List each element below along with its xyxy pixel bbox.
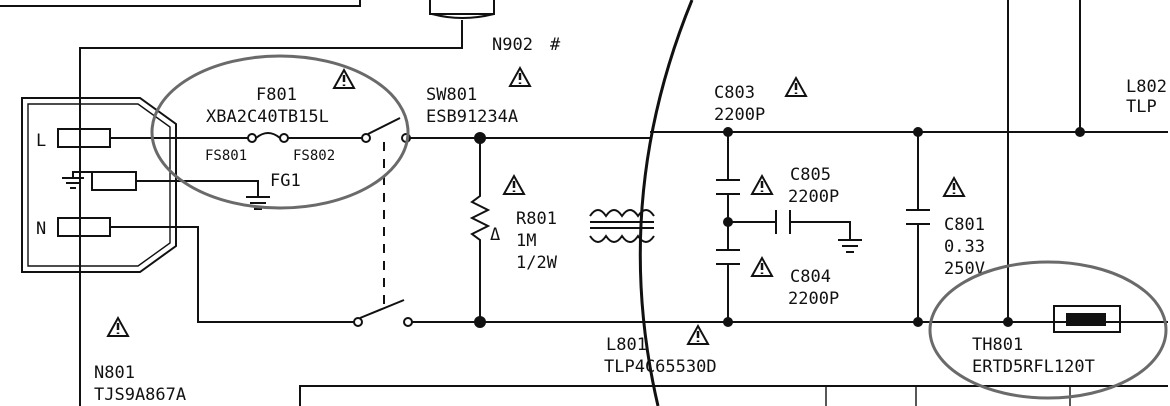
c801-label: C801 — [944, 215, 985, 235]
l801-core — [590, 221, 654, 229]
c803-capacitor — [716, 179, 740, 195]
c804-capacitor — [716, 249, 740, 265]
n902-label: N902 — [492, 35, 533, 55]
junction-dot — [474, 316, 486, 328]
r801-resistor — [469, 138, 491, 322]
junction-dot — [474, 132, 486, 144]
c803-label: C803 — [714, 83, 755, 103]
fuse-highlight-circle — [150, 54, 410, 210]
triangle-exclamation-icon — [106, 315, 130, 337]
triangle-exclamation-icon — [508, 65, 532, 87]
pin-l-label: L — [36, 131, 46, 151]
fs801-label: FS801 — [205, 148, 247, 164]
r801-label: R801 — [516, 209, 557, 229]
sw801-contact-c — [353, 317, 363, 327]
ac-inlet-inner — [27, 103, 171, 267]
l801-winding-upper — [589, 209, 655, 218]
triangle-exclamation-icon — [784, 75, 808, 97]
f801-label: F801 — [256, 85, 297, 105]
n902-mark: # — [550, 35, 561, 55]
fg1-ground-icon — [246, 196, 270, 210]
c801-voltage: 250V — [944, 259, 985, 279]
n902-connector-body — [429, 0, 495, 15]
inlet-ground-icon — [62, 171, 92, 189]
n902-connector-curve — [431, 13, 495, 19]
c805-label: C805 — [790, 165, 831, 185]
l802-label: L802 — [1126, 77, 1167, 97]
c801-capacitor — [906, 209, 930, 225]
inlet-pin-l — [57, 128, 111, 148]
l802-part: TLP — [1126, 97, 1157, 117]
junction-dot — [913, 317, 923, 327]
inlet-pin-ground — [91, 171, 137, 191]
r801-power: 1/2W — [516, 253, 558, 273]
c804-value: 2200P — [788, 289, 839, 309]
l801-winding-lower — [589, 234, 655, 243]
junction-dot — [1003, 317, 1013, 327]
sw801-label: SW801 — [426, 85, 477, 105]
triangle-exclamation-icon — [942, 175, 966, 197]
n-line-wire — [110, 226, 354, 323]
triangle-exclamation-icon — [332, 67, 356, 89]
th801-element — [1066, 313, 1106, 326]
sw801-blade-lower — [359, 299, 405, 319]
fuse-f801-symbol — [255, 132, 281, 139]
n801-label: N801 — [94, 363, 135, 383]
page-fold-arc — [638, 0, 694, 406]
inlet-pin-n — [57, 217, 111, 237]
triangle-exclamation-icon — [750, 255, 774, 277]
junction-dot — [913, 127, 923, 137]
sw801-contact-d — [403, 317, 413, 327]
c805-wire — [728, 221, 851, 240]
triangle-exclamation-icon — [502, 173, 526, 195]
junction-dot — [1075, 127, 1085, 137]
n902-feed-wire — [79, 20, 463, 406]
bottom-box-dividers — [825, 386, 1071, 406]
c805-value: 2200P — [788, 187, 839, 207]
right-vertical-wires — [1007, 0, 1081, 322]
th801-label: TH801 — [972, 335, 1023, 355]
top-left-box-edge — [0, 0, 361, 7]
fs802-holder — [279, 133, 289, 143]
fs801-holder — [247, 133, 257, 143]
fs802-label: FS802 — [293, 148, 335, 164]
triangle-exclamation-icon — [750, 173, 774, 195]
c805-capacitor — [775, 210, 791, 234]
r801-value: 1M — [516, 231, 536, 251]
junction-dot — [723, 317, 733, 327]
th801-body — [1053, 305, 1121, 333]
ac-inlet-body — [21, 97, 177, 273]
c804-label: C804 — [790, 267, 831, 287]
l801-label: L801 — [606, 335, 647, 355]
sw801-contact-a — [361, 133, 371, 143]
sw801-blade-upper — [367, 117, 401, 135]
thermistor-highlight-circle — [928, 260, 1168, 400]
pin-n-label: N — [36, 219, 46, 239]
c803-value: 2200P — [714, 105, 765, 125]
triangle-exclamation-icon — [686, 323, 710, 345]
th801-part: ERTD5RFL120T — [972, 357, 1095, 377]
fg1-label: FG1 — [270, 171, 301, 191]
r801-mark: Δ — [490, 225, 500, 245]
sw801-part: ESB91234A — [426, 107, 518, 127]
f801-part: XBA2C40TB15L — [206, 107, 329, 127]
junction-dot — [723, 127, 733, 137]
c805-ground-icon — [838, 239, 862, 253]
c801-value: 0.33 — [944, 237, 985, 257]
l801-part: TLP4C65530D — [604, 357, 717, 377]
n801-part: TJS9A867A — [94, 385, 186, 405]
bottom-box-edge — [299, 385, 1168, 406]
fg1-wire — [136, 180, 259, 196]
